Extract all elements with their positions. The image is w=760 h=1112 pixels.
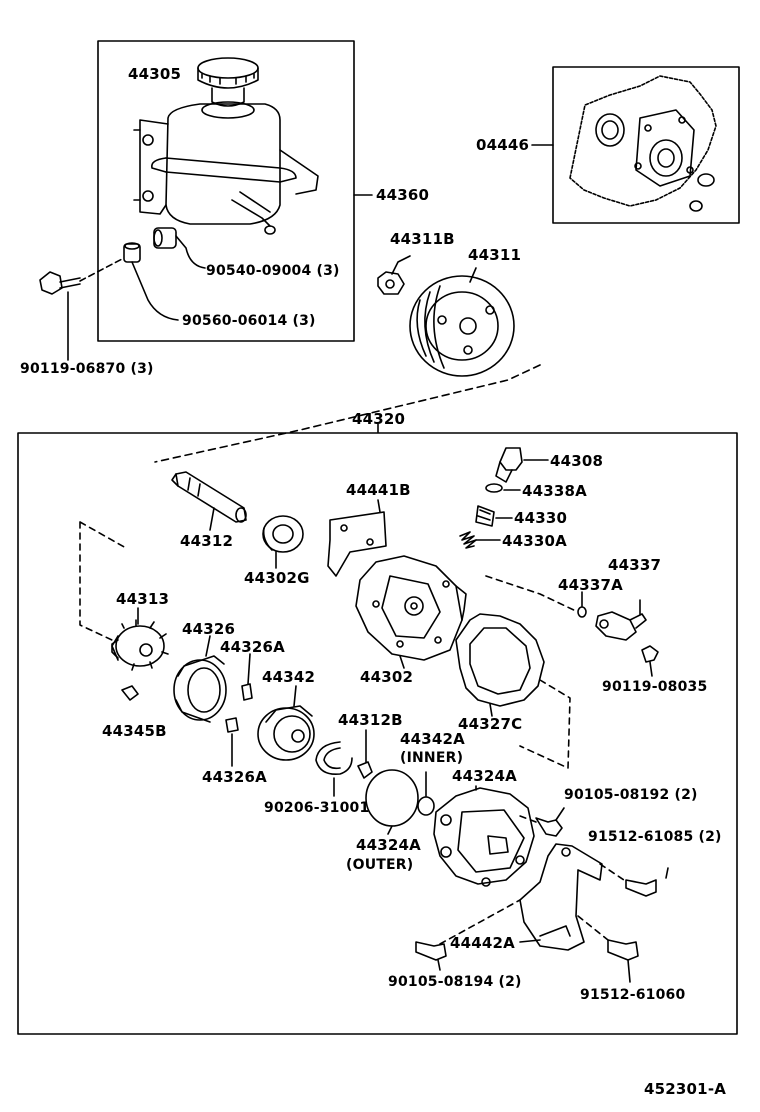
label-44330: 44330 <box>514 509 568 527</box>
pulley-nut-icon <box>377 271 405 295</box>
label-44441b: 44441B <box>346 481 411 499</box>
label-44360: 44360 <box>376 186 430 204</box>
label-44312: 44312 <box>180 532 234 550</box>
bolt-icon <box>415 941 447 961</box>
connector-icon <box>595 611 647 641</box>
gasket-kit-box <box>552 66 740 224</box>
rotor-icon <box>111 619 169 671</box>
bracket-icon <box>327 511 387 577</box>
label-90540: 90540-09004 (3) <box>206 263 340 279</box>
o-ring-inner-icon <box>417 796 435 816</box>
reservoir-tank-icon <box>133 101 319 235</box>
label-44326: 44326 <box>182 620 236 638</box>
bearing-icon <box>262 515 304 553</box>
cam-ring-icon <box>173 655 227 723</box>
bolt-icon <box>641 645 659 663</box>
label-44342a-inner: (INNER) <box>400 750 464 766</box>
o-ring-icon <box>577 606 587 618</box>
pump-cover-icon <box>433 787 535 887</box>
gasket-kit-icon <box>569 75 717 212</box>
label-91512-61085: 91512-61085 (2) <box>588 829 722 845</box>
label-91512-61060: 91512-61060 <box>580 987 686 1003</box>
label-44337a: 44337A <box>558 576 623 594</box>
label-44308: 44308 <box>550 452 604 470</box>
label-44302: 44302 <box>360 668 414 686</box>
bolt-icon <box>607 939 639 961</box>
diagram-id: 452301-A <box>644 1080 727 1098</box>
label-44337: 44337 <box>608 556 662 574</box>
spring-icon <box>459 531 477 549</box>
pulley-icon <box>409 275 515 377</box>
bolt-icon <box>625 879 657 897</box>
label-44338a: 44338A <box>522 482 587 500</box>
valve-icon <box>475 505 495 527</box>
label-44320: 44320 <box>352 410 406 428</box>
o-ring-icon <box>485 483 503 493</box>
label-44326a-top: 44326A <box>220 638 285 656</box>
pin-icon <box>225 717 239 733</box>
bolt-icon <box>535 817 563 837</box>
pump-body-icon <box>355 555 467 661</box>
label-44312b: 44312B <box>338 711 403 729</box>
collar-icon <box>123 242 141 263</box>
label-44305: 44305 <box>128 65 182 83</box>
bracket-icon <box>519 843 603 951</box>
gasket-icon <box>455 613 545 707</box>
label-44324a-top: 44324A <box>452 767 517 785</box>
clip-icon <box>357 761 373 779</box>
snap-ring-icon <box>315 741 353 776</box>
label-44311b: 44311B <box>390 230 455 248</box>
label-44302g: 44302G <box>244 569 310 587</box>
side-plate-icon <box>257 705 315 761</box>
label-90105-08194: 90105-08194 (2) <box>388 974 522 990</box>
label-44311: 44311 <box>468 246 522 264</box>
label-90206: 90206-31001 <box>264 800 370 816</box>
pin-icon <box>241 683 253 701</box>
label-44442a: 44442A <box>450 934 515 952</box>
label-04446: 04446 <box>476 136 530 154</box>
fitting-icon <box>495 447 523 483</box>
label-44326a-bottom: 44326A <box>202 768 267 786</box>
label-44324a-outer: (OUTER) <box>346 857 414 873</box>
reservoir-box <box>97 40 355 342</box>
bolt-icon <box>39 271 81 295</box>
label-90105-08192: 90105-08192 (2) <box>564 787 698 803</box>
reservoir-cap-icon <box>197 57 259 107</box>
label-90119-06870: 90119-06870 (3) <box>20 361 154 377</box>
bushing-icon <box>153 227 177 249</box>
label-44324a-bottom: 44324A <box>356 836 421 854</box>
label-44342: 44342 <box>262 668 316 686</box>
label-44342a: 44342A <box>400 730 465 748</box>
o-ring-outer-icon <box>365 769 419 827</box>
label-44330a: 44330A <box>502 532 567 550</box>
shaft-icon <box>171 471 247 523</box>
label-90119-08035: 90119-08035 <box>602 679 708 695</box>
label-90560: 90560-06014 (3) <box>182 313 316 329</box>
pump-assembly-box <box>17 432 738 1035</box>
label-44327c: 44327C <box>458 715 523 733</box>
label-44345b: 44345B <box>102 722 167 740</box>
vane-icon <box>121 685 139 701</box>
label-44313: 44313 <box>116 590 170 608</box>
